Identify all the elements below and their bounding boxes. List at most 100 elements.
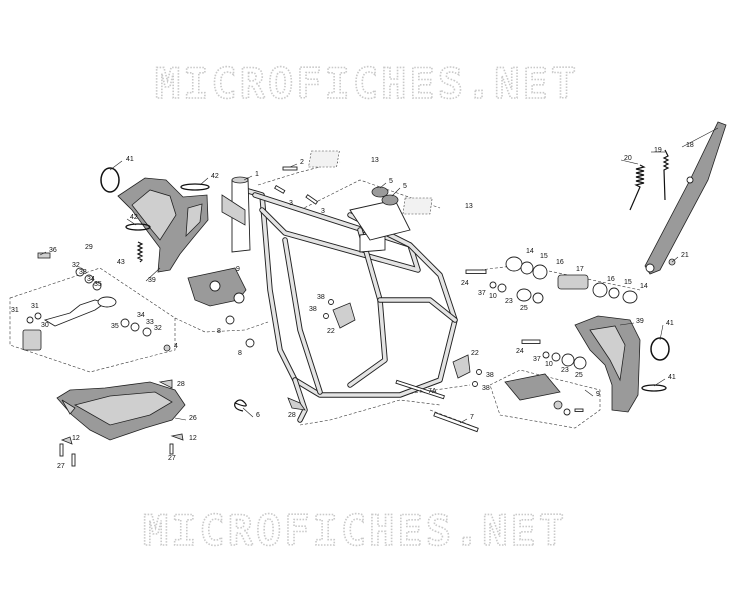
left-footpeg-box — [9, 267, 176, 373]
callout-c9: 33 — [79, 269, 87, 276]
callout-c66: 37 — [533, 356, 541, 363]
callout-c36: 7 — [470, 414, 474, 421]
callout-c59: 25 — [520, 305, 528, 312]
callout-c10: 34 — [87, 276, 95, 283]
bumper-5a — [371, 186, 389, 198]
bolt-27b — [71, 453, 76, 467]
spring-6 — [234, 399, 247, 412]
decal-13b — [402, 197, 433, 215]
callout-c14: 30 — [41, 322, 49, 329]
callout-c32: 38 — [309, 306, 317, 313]
callout-c27: 13 — [371, 157, 379, 164]
callout-c2: 42 — [211, 173, 219, 180]
callout-c5: 39 — [148, 277, 156, 284]
callout-c61: 15 — [624, 279, 632, 286]
callout-c12: 31 — [11, 307, 19, 314]
callout-c64: 41 — [666, 320, 674, 327]
pin-3b — [305, 194, 319, 205]
callout-c46: 27 — [168, 455, 176, 462]
callout-c69: 25 — [575, 372, 583, 379]
shroud-clamp-ring-left — [100, 167, 120, 193]
callout-c53: 16 — [556, 259, 564, 266]
callout-c11: 35 — [94, 281, 102, 288]
callout-c65: 24 — [516, 348, 524, 355]
callout-c54: 17 — [576, 266, 584, 273]
callout-c23: 1 — [255, 171, 259, 178]
callout-c28: 5 — [389, 178, 393, 185]
callout-c48: 19 — [654, 147, 662, 154]
callout-c60: 16 — [607, 276, 615, 283]
watermark-top: MICROFICHES.NET — [155, 59, 579, 108]
callout-c44: 12 — [189, 435, 197, 442]
callout-c51: 14 — [526, 248, 534, 255]
callout-c62: 14 — [640, 283, 648, 290]
callout-c43: 12 — [72, 435, 80, 442]
callout-c71: 41 — [668, 374, 676, 381]
callout-c70: 9 — [596, 391, 600, 398]
callout-c22: 8 — [238, 350, 242, 357]
callout-c45: 27 — [57, 463, 65, 470]
callout-c29: 5 — [403, 183, 407, 190]
callout-c26: 3 — [321, 208, 325, 215]
swingarm-pivot-upper — [465, 256, 638, 304]
callout-c34: 22 — [471, 350, 479, 357]
callout-c20: 9 — [236, 266, 240, 273]
nut-38a — [328, 299, 334, 305]
side-stand — [644, 121, 727, 275]
callout-c1: 41 — [126, 156, 134, 163]
callout-c33: 22 — [327, 328, 335, 335]
leader-lines — [39, 127, 719, 424]
clip-28b — [158, 379, 173, 389]
pin-2 — [282, 166, 298, 171]
callout-c63: 39 — [636, 318, 644, 325]
callout-c38: 38 — [482, 385, 490, 392]
nut-38d — [472, 381, 478, 387]
callout-c57: 10 — [489, 293, 497, 300]
hose-clamp-top — [180, 183, 210, 191]
callout-c7: 29 — [85, 244, 93, 251]
callout-c55: 24 — [461, 280, 469, 287]
callout-c58: 23 — [505, 298, 513, 305]
callout-c16: 33 — [146, 319, 154, 326]
callout-c41: 28 — [177, 381, 185, 388]
callout-c3: 42 — [130, 214, 138, 221]
footpeg-bracket-left — [187, 267, 255, 348]
hose-clamp-mid — [125, 223, 151, 231]
callout-c37: 38 — [486, 372, 494, 379]
callout-c17: 32 — [154, 325, 162, 332]
nut-38c — [476, 369, 482, 375]
callout-c67: 10 — [545, 361, 553, 368]
right-footpeg-box — [489, 369, 601, 429]
callout-c40: 28 — [288, 412, 296, 419]
callout-c6: 36 — [49, 247, 57, 254]
clip-28 — [287, 397, 306, 411]
callout-c15: 34 — [137, 312, 145, 319]
bolt-7 — [433, 412, 479, 433]
callout-c8: 32 — [72, 262, 80, 269]
bolt-7a — [395, 379, 445, 400]
callout-c24: 2 — [300, 159, 304, 166]
callout-c31: 38 — [317, 294, 325, 301]
callout-c39: 6 — [256, 412, 260, 419]
callout-c21: 8 — [217, 328, 221, 335]
bracket-22b — [452, 354, 471, 379]
spring-43 — [136, 241, 144, 263]
callout-c19: 4 — [174, 343, 178, 350]
left-footpeg — [22, 252, 171, 352]
callout-c52: 15 — [540, 253, 548, 260]
callout-c13: 31 — [31, 303, 39, 310]
callout-c30: 13 — [465, 203, 473, 210]
clip-12b — [170, 433, 184, 441]
left-radiator-shroud — [117, 177, 209, 273]
callout-c25: 3 — [289, 200, 293, 207]
right-footpeg — [504, 373, 584, 416]
skid-plate — [56, 381, 186, 441]
callout-c35: 7A — [428, 388, 437, 395]
shroud-clamp-ring-right — [650, 337, 670, 361]
callout-c56: 37 — [478, 290, 486, 297]
callout-c18: 35 — [111, 323, 119, 330]
right-radiator-shroud — [574, 315, 641, 413]
nut-38b — [323, 313, 329, 319]
clip-12a — [60, 436, 73, 445]
